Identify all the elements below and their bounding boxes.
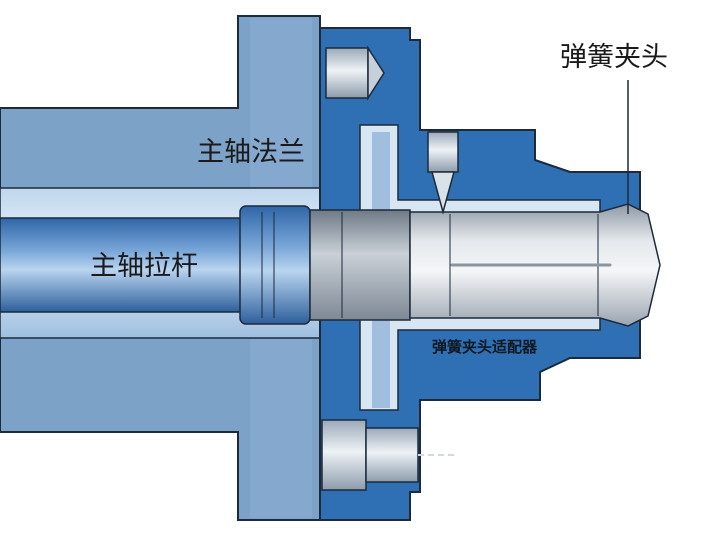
top-bolt bbox=[325, 45, 385, 101]
drawbar bbox=[0, 205, 311, 325]
label-collet-adapter: 弹簧夹头适配器 bbox=[432, 338, 538, 356]
bottom-bolt bbox=[321, 419, 455, 491]
set-screw bbox=[427, 131, 459, 215]
label-spindle-flange: 主轴法兰 bbox=[197, 137, 305, 168]
label-drawbar: 主轴拉杆 bbox=[90, 251, 198, 282]
adapter-sleeve bbox=[309, 209, 411, 321]
collet bbox=[409, 203, 661, 327]
label-collet: 弹簧夹头 bbox=[560, 42, 668, 73]
